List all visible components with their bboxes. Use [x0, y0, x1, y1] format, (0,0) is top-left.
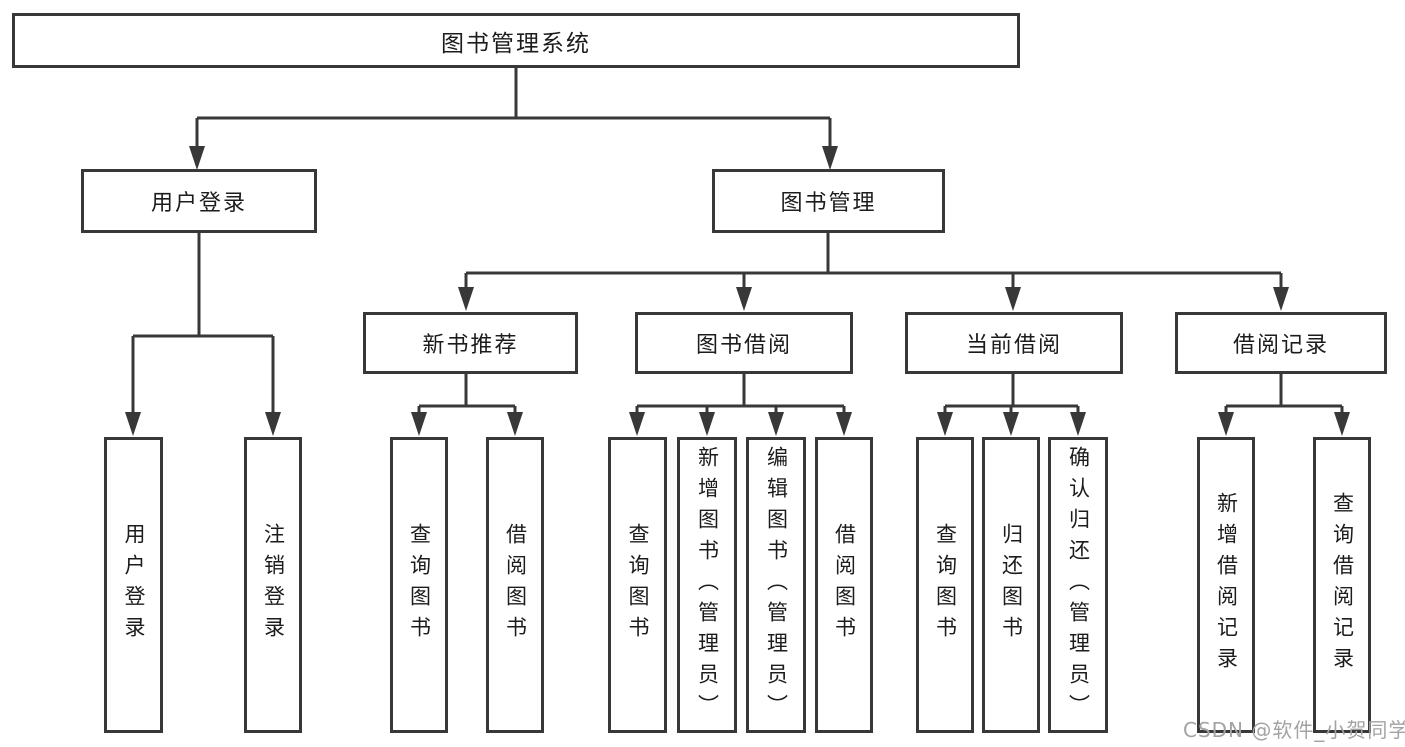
node-user-login-label: 用户登录 — [150, 191, 247, 216]
leaf-rec-query-book: 查询图书 — [390, 437, 448, 733]
arrowhead-bb-borrow — [836, 412, 852, 436]
edge-book-borrow-split — [635, 374, 846, 420]
node-borrow-record-label: 借阅记录 — [1232, 333, 1329, 358]
watermark: CSDN @软件_小贺同学 — [1183, 718, 1405, 742]
leaf-user-login: 用户登录 — [104, 437, 163, 733]
edge-root-split — [195, 68, 832, 150]
edge-borrow-record-split — [1224, 374, 1344, 420]
node-book-borrow-label: 图书借阅 — [695, 333, 792, 358]
node-root: 图书管理系统 — [12, 13, 1020, 68]
arrowhead-book-borrow — [736, 287, 752, 311]
leaf-cb-query-book-label: 查询图书 — [933, 523, 958, 647]
leaf-cb-return-book-label: 归还图书 — [999, 523, 1024, 647]
arrowhead-rec-borrow — [507, 412, 523, 436]
leaf-br-query-record-label: 查询借阅记录 — [1330, 492, 1355, 678]
leaf-bb-edit-book: 编辑图书（管理员） — [746, 437, 806, 733]
leaf-bb-edit-book-label: 编辑图书（管理员） — [764, 445, 789, 725]
leaf-cb-query-book: 查询图书 — [916, 437, 974, 733]
leaf-bb-query-book: 查询图书 — [608, 437, 667, 733]
leaf-br-add-record-label: 新增借阅记录 — [1214, 492, 1239, 678]
leaf-cb-return-book: 归还图书 — [982, 437, 1040, 733]
edge-new-book-rec-split — [417, 374, 517, 420]
leaf-rec-borrow-book-label: 借阅图书 — [503, 523, 528, 647]
arrowhead-bb-edit — [768, 412, 784, 436]
node-borrow-record: 借阅记录 — [1175, 312, 1387, 374]
arrowhead-br-add — [1218, 412, 1234, 436]
node-user-login: 用户登录 — [81, 169, 317, 233]
node-current-borrow: 当前借阅 — [905, 312, 1123, 374]
arrowhead-rec-query — [411, 412, 427, 436]
arrowhead-bb-add — [699, 412, 715, 436]
leaf-rec-borrow-book: 借阅图书 — [486, 437, 544, 733]
arrowhead-current-borrow — [1005, 287, 1021, 311]
arrowhead-new-book-rec — [458, 287, 474, 311]
leaf-bb-query-book-label: 查询图书 — [626, 523, 650, 647]
node-book-management-label: 图书管理 — [780, 191, 877, 216]
node-book-management: 图书管理 — [712, 169, 945, 233]
arrowhead-book-management — [822, 146, 838, 170]
leaf-user-login-label: 用户登录 — [122, 523, 146, 647]
node-book-borrow: 图书借阅 — [635, 312, 853, 374]
leaf-rec-query-book-label: 查询图书 — [407, 523, 432, 647]
leaf-bb-add-book-label: 新增图书（管理员） — [695, 445, 720, 725]
arrowhead-logout-leaf — [265, 412, 281, 436]
arrowhead-user-login — [189, 146, 205, 170]
node-current-borrow-label: 当前借阅 — [965, 333, 1062, 358]
arrowhead-login-leaf — [125, 412, 141, 436]
leaf-logout-label: 注销登录 — [261, 523, 286, 647]
leaf-bb-borrow-book-label: 借阅图书 — [832, 523, 857, 647]
node-new-book-rec-label: 新书推荐 — [422, 333, 519, 358]
leaf-logout: 注销登录 — [244, 437, 302, 733]
node-new-book-rec: 新书推荐 — [363, 312, 578, 374]
leaf-br-add-record: 新增借阅记录 — [1197, 437, 1255, 733]
leaf-cb-confirm-return-label: 确认归还（管理员） — [1066, 445, 1091, 725]
arrowhead-cb-return — [1003, 412, 1019, 436]
edge-user-login-split — [131, 233, 275, 420]
leaf-bb-add-book: 新增图书（管理员） — [677, 437, 737, 733]
leaf-br-query-record: 查询借阅记录 — [1313, 437, 1371, 733]
leaf-bb-borrow-book: 借阅图书 — [815, 437, 873, 733]
node-root-label: 图书管理系统 — [441, 30, 591, 57]
arrowhead-borrow-record — [1273, 287, 1289, 311]
arrowhead-bb-query — [629, 412, 645, 436]
edge-book-management-split — [464, 233, 1283, 294]
arrowhead-cb-query — [937, 412, 953, 436]
arrowhead-br-query — [1334, 412, 1350, 436]
edge-current-borrow-split — [943, 374, 1080, 420]
leaf-cb-confirm-return: 确认归还（管理员） — [1048, 437, 1108, 733]
arrowhead-cb-confirm — [1070, 412, 1086, 436]
